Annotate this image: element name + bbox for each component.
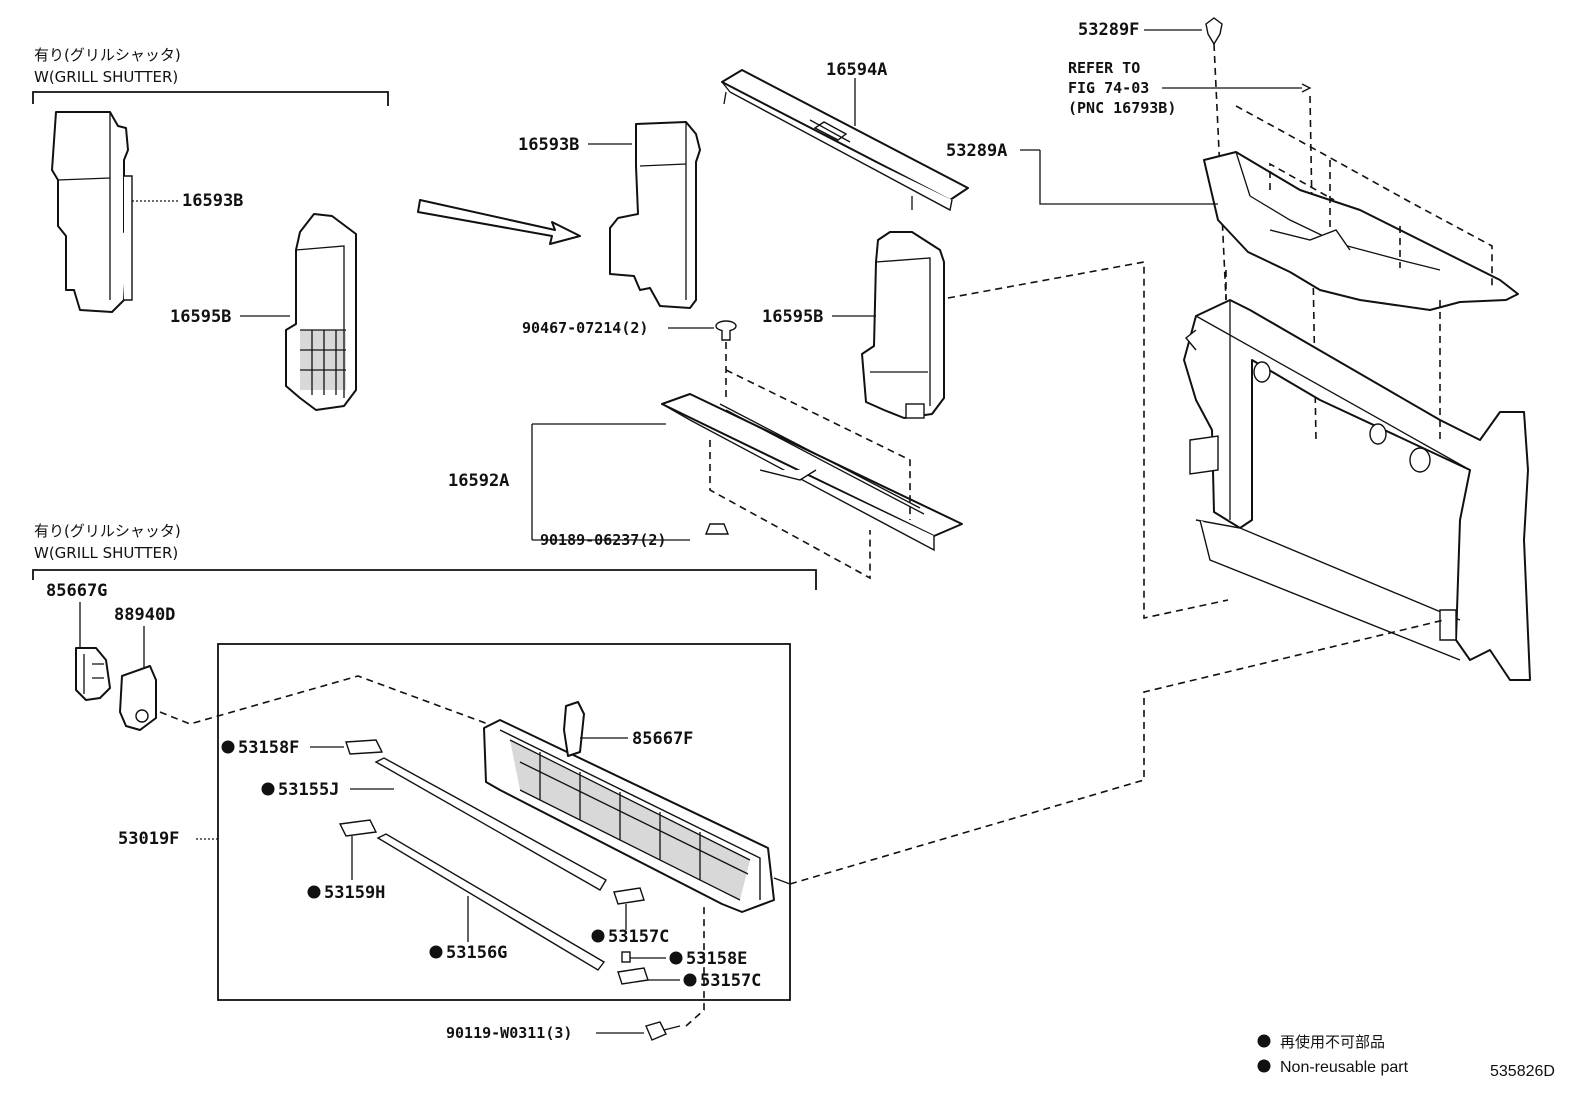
legend: 再使用不可部品 Non-reusable part <box>1257 1033 1409 1076</box>
guide-90119 <box>685 906 705 1027</box>
guide-53289F <box>1213 43 1227 301</box>
part-label-90467[interactable]: 90467-07214(2) <box>522 319 648 337</box>
bullet-53155J <box>261 782 275 796</box>
legend-bullet-icon <box>1257 1034 1271 1048</box>
part-16594A-shape <box>721 69 969 212</box>
radiator-support-frame-shape <box>1183 299 1531 681</box>
part-16595B-right-shape <box>861 231 945 419</box>
part-label-53158E[interactable]: 53158E <box>686 949 747 969</box>
part-label-53159H[interactable]: 53159H <box>324 883 385 903</box>
bullet-53159H <box>307 885 321 899</box>
part-90189-clip-shape <box>704 523 730 535</box>
part-label-85667G[interactable]: 85667G <box>46 581 107 601</box>
bullet-53157C-b <box>683 973 697 987</box>
legend-bullet-icon-en <box>1257 1059 1271 1073</box>
part-label-16595B-left[interactable]: 16595B <box>170 307 231 327</box>
part-label-90189[interactable]: 90189-06237(2) <box>540 531 666 549</box>
part-label-16593B-left[interactable]: 16593B <box>182 191 243 211</box>
part-88940D-actuator-shape <box>119 665 157 731</box>
part-16593B-center-shape <box>609 121 701 309</box>
bottom-variant-label-en: W(GRILL SHUTTER) <box>34 544 178 562</box>
part-53289F-clip-shape <box>1205 17 1223 46</box>
part-label-53156G[interactable]: 53156G <box>446 943 507 963</box>
part-53158F-seal-shape <box>345 739 384 755</box>
bullet-53158E <box>669 951 683 965</box>
guide-88940D <box>159 675 489 725</box>
part-90467-clip-shape <box>715 320 737 341</box>
figure-code: 535826D <box>1490 1063 1555 1080</box>
part-53158E-seal-shape <box>621 951 631 963</box>
part-label-53157C-a[interactable]: 53157C <box>608 927 669 947</box>
top-variant-group: 有り(グリルシャッタ) W(GRILL SHUTTER) <box>32 46 389 106</box>
bullet-53156G <box>429 945 443 959</box>
guide-53289A <box>1235 105 1493 290</box>
part-label-16594A[interactable]: 16594A <box>826 60 887 80</box>
part-85667F-shape <box>563 701 585 757</box>
part-label-53155J[interactable]: 53155J <box>278 780 339 800</box>
guide-16592A-upper <box>725 369 911 520</box>
bullet-53157C-a <box>591 929 605 943</box>
guide-to-radiator-support <box>947 261 1229 619</box>
refer-line-3: (PNC 16793B) <box>1068 99 1176 117</box>
top-variant-bracket <box>32 91 389 106</box>
part-label-16592A[interactable]: 16592A <box>448 471 509 491</box>
part-label-90119[interactable]: 90119-W0311(3) <box>446 1024 572 1042</box>
bottom-variant-bracket <box>32 569 817 590</box>
leader-53289A-bracket <box>1039 150 1218 205</box>
part-label-16593B-center[interactable]: 16593B <box>518 135 579 155</box>
part-label-53289F[interactable]: 53289F <box>1078 20 1139 40</box>
part-label-16595B-right[interactable]: 16595B <box>762 307 823 327</box>
part-label-88940D[interactable]: 88940D <box>114 605 175 625</box>
refer-line-2: FIG 74-03 <box>1068 79 1149 97</box>
part-16595B-left-shape <box>285 213 357 411</box>
part-85667G-shape <box>75 647 111 701</box>
refer-line-1: REFER TO <box>1068 59 1140 77</box>
bottom-variant-group: 有り(グリルシャッタ) W(GRILL SHUTTER) <box>32 522 817 590</box>
part-90119-bolt-shape <box>645 1021 681 1041</box>
part-53155J-seal-shape <box>374 757 607 891</box>
part-53019F-shutter-shape <box>483 719 791 913</box>
direction-arrow <box>417 199 581 245</box>
top-variant-label-jp: 有り(グリルシャッタ) <box>34 46 181 64</box>
part-label-53289A[interactable]: 53289A <box>946 141 1007 161</box>
top-variant-label-en: W(GRILL SHUTTER) <box>34 68 178 86</box>
part-label-53157C-b[interactable]: 53157C <box>700 971 761 991</box>
shutter-assembly-box <box>217 643 791 1001</box>
part-53157C-b-seal-shape <box>617 967 649 985</box>
legend-label-jp: 再使用不可部品 <box>1280 1033 1385 1051</box>
part-label-53019F[interactable]: 53019F <box>118 829 179 849</box>
part-53156G-seal-shape <box>376 833 606 971</box>
part-53159H-seal-shape <box>338 819 378 837</box>
part-16592A-shape <box>661 393 963 552</box>
part-label-85667F[interactable]: 85667F <box>632 729 693 749</box>
bullet-53158F <box>221 740 235 754</box>
part-label-53158F[interactable]: 53158F <box>238 738 299 758</box>
legend-label-en: Non-reusable part <box>1280 1059 1409 1076</box>
part-16593B-left-shape <box>51 111 133 313</box>
bottom-variant-label-jp: 有り(グリルシャッタ) <box>34 522 181 540</box>
guide-16592A-lower <box>709 440 871 580</box>
part-53157C-a-seal-shape <box>613 887 645 905</box>
part-53289A-cover-shape <box>1203 151 1519 311</box>
guide-shutter-to-frame <box>789 619 1445 885</box>
